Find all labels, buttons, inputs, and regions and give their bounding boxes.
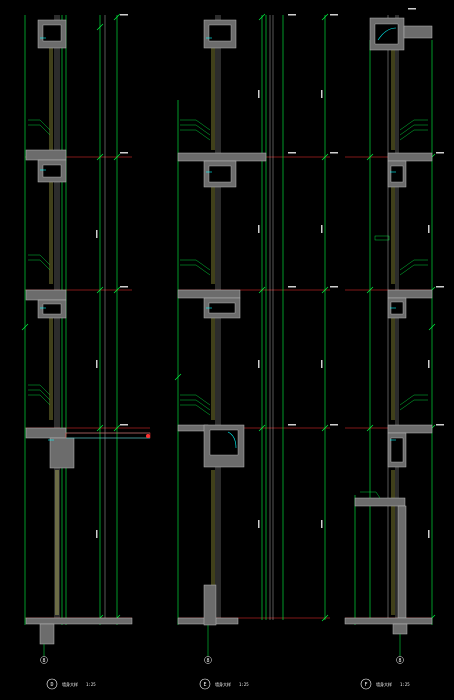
section-d-cyan-details [40,37,54,441]
section-e-axis-label: E [203,682,206,688]
section-d-cavities [42,24,62,315]
section-f-glazing [391,48,395,615]
section-e-cavities [208,24,239,456]
section-e: 8 E 墙身大样 1:25 [174,13,330,690]
section-d-title: 墙身大样 [62,681,78,687]
section-e-dimension-lines [174,13,329,625]
section-e-leaders [180,119,211,416]
section-d-dimension-lines [21,13,121,625]
section-f-axis-label: F [364,682,367,688]
small-dimension-texts [96,8,444,538]
section-d-glazing [49,48,59,615]
section-e-glazing [211,48,215,585]
section-f-bottom-label: 8 [398,658,401,664]
section-d-canopy [65,432,151,439]
section-e-cyan-details [206,37,237,449]
section-f-cyan-details [377,27,397,441]
section-d: 8 D 墙身大样 1:25 [21,13,151,690]
section-f-leaders [360,119,428,499]
section-e-title: 墙身大样 [215,681,231,687]
section-f-cavities [374,23,404,463]
section-e-scale: 1:25 [239,682,249,687]
section-d-leaders [28,119,51,406]
section-d-axis-marker: 8 D 墙身大样 1:25 [40,644,96,690]
section-d-axis-label: D [50,682,53,688]
section-d-bottom-label: 8 [42,658,45,664]
section-f-title: 墙身大样 [376,681,392,687]
section-d-scale: 1:25 [86,682,96,687]
section-e-axis-marker: 8 E 墙身大样 1:25 [199,625,249,690]
section-f: 8 F 墙身大样 1:25 [344,15,436,690]
section-e-bottom-label: 8 [206,658,209,664]
section-f-axis-marker: 8 F 墙身大样 1:25 [360,634,410,690]
section-f-scale: 1:25 [400,682,410,687]
